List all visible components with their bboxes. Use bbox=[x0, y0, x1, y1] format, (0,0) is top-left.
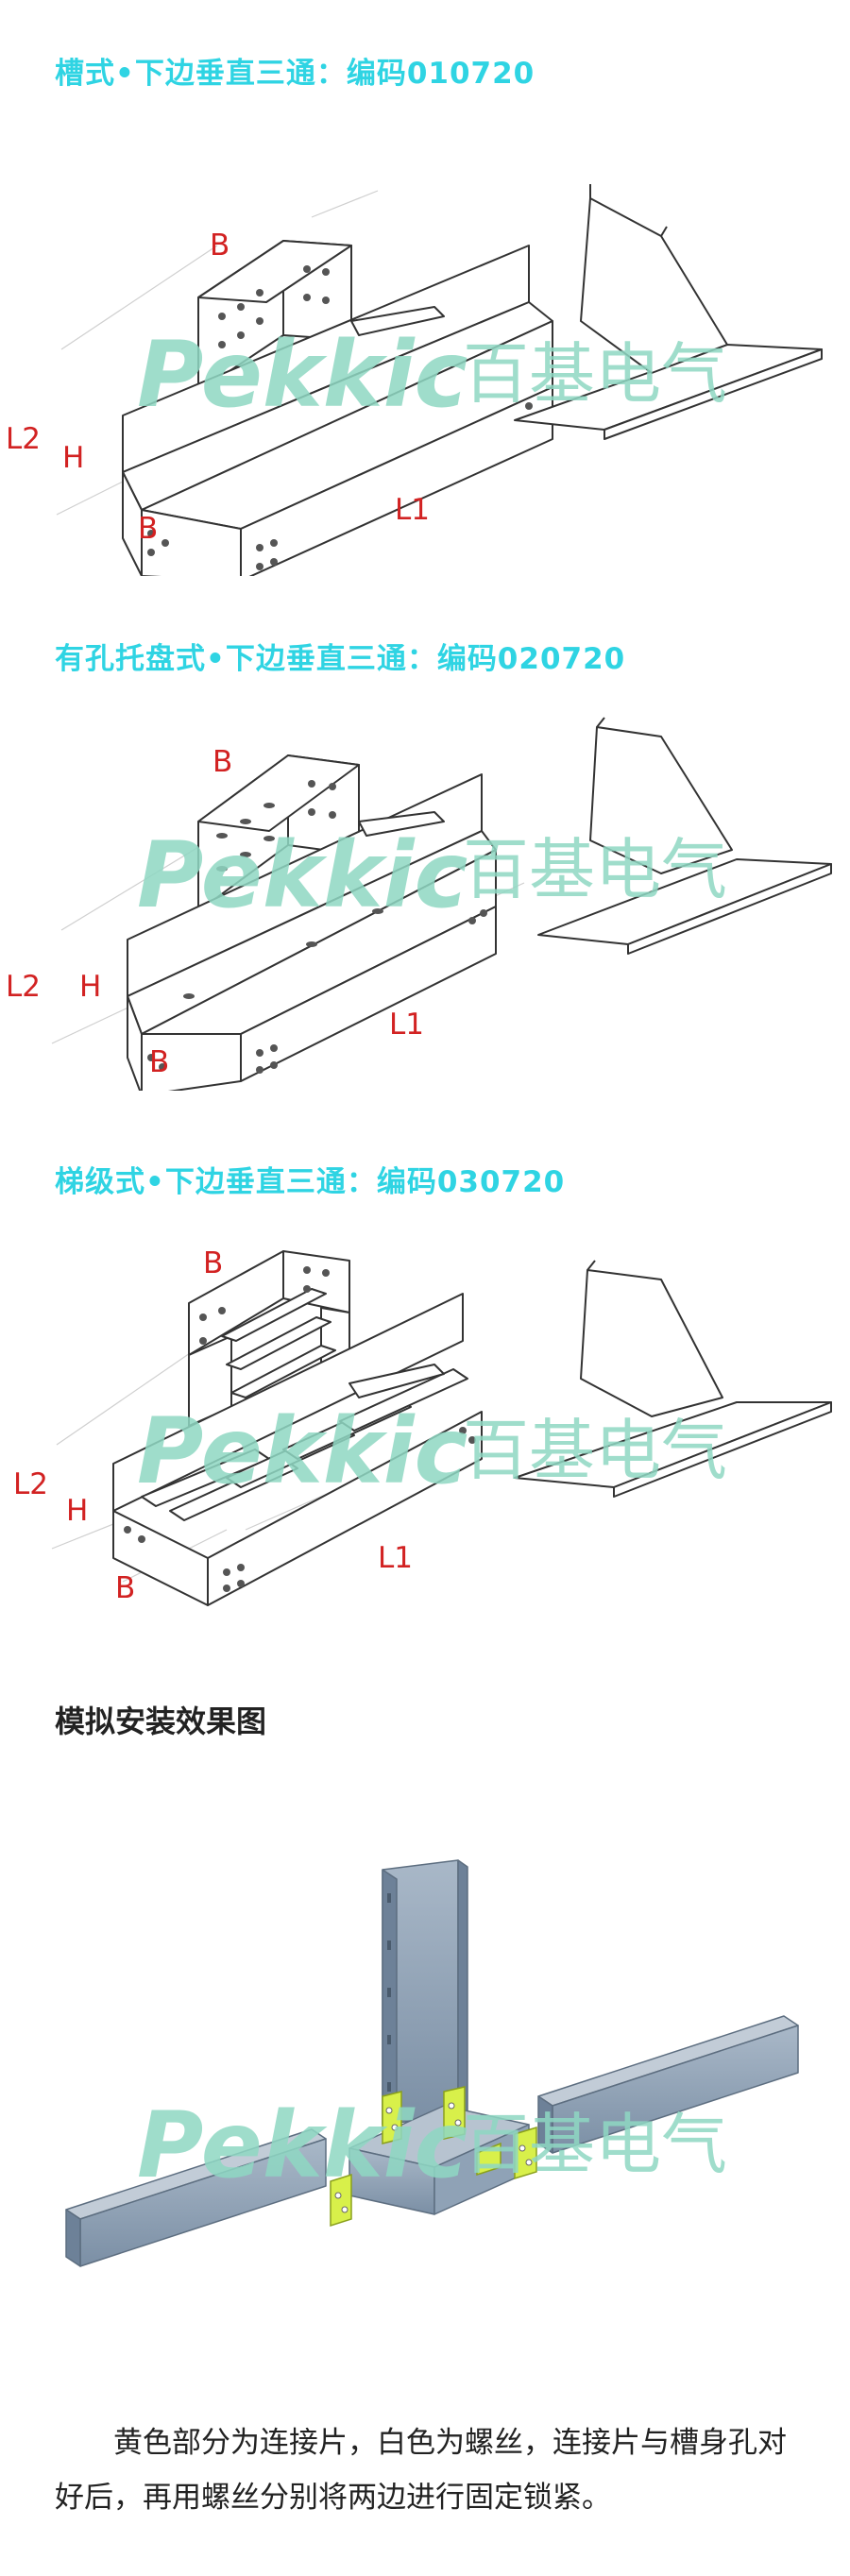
label-l2: L2 bbox=[6, 422, 41, 456]
svg-text:Pekkic: Pekkic bbox=[137, 2093, 468, 2198]
svg-text:百基电气: 百基电气 bbox=[463, 335, 727, 413]
label-h: H bbox=[66, 1494, 88, 1528]
label-b-bottom: B bbox=[138, 512, 158, 546]
label-b-top: B bbox=[203, 1246, 223, 1280]
brand-watermark: Pekkic 百基电气 bbox=[137, 2093, 727, 2198]
section-title-perforated-tray: 有孔托盘式•下边垂直三通：编码020720 bbox=[55, 642, 626, 676]
diagram-perforated-tray-tee: B L2 H B L1 Pekkic 百基电气 bbox=[0, 694, 850, 1091]
label-b-bottom: B bbox=[149, 1045, 169, 1079]
section-title-ladder: 梯级式•下边垂直三通：编码030720 bbox=[55, 1165, 566, 1199]
svg-text:百基电气: 百基电气 bbox=[463, 2106, 727, 2183]
brand-watermark: Pekkic 百基电气 bbox=[137, 322, 727, 428]
label-l2: L2 bbox=[13, 1467, 48, 1501]
svg-text:百基电气: 百基电气 bbox=[463, 1412, 727, 1489]
label-h: H bbox=[62, 441, 84, 475]
label-b-bottom: B bbox=[115, 1571, 135, 1605]
brand-watermark: Pekkic 百基电气 bbox=[137, 822, 727, 928]
section-title-trough: 槽式•下边垂直三通：编码010720 bbox=[55, 57, 536, 91]
diagram-trough-tee: B L2 H B L1 Pekkic 百基电气 bbox=[0, 104, 850, 576]
label-l1: L1 bbox=[389, 1008, 424, 1042]
label-l1: L1 bbox=[395, 493, 430, 527]
label-h: H bbox=[79, 970, 101, 1004]
svg-text:百基电气: 百基电气 bbox=[463, 831, 727, 908]
diagram-install-effect: Pekkic 百基电气 bbox=[0, 1856, 850, 2309]
diagram-ladder-tee: B L2 H B L1 Pekkic 百基电气 bbox=[0, 1246, 850, 1624]
label-b-top: B bbox=[212, 745, 232, 779]
label-b-top: B bbox=[210, 229, 230, 263]
svg-text:Pekkic: Pekkic bbox=[137, 1398, 468, 1504]
install-caption: 黄色部分为连接片，白色为螺丝，连接片与槽身孔对好后，再用螺丝分别将两边进行固定锁… bbox=[55, 2426, 787, 2515]
label-l2: L2 bbox=[6, 970, 41, 1004]
label-l1: L1 bbox=[378, 1541, 413, 1575]
brand-watermark: Pekkic 百基电气 bbox=[137, 1398, 727, 1504]
install-title: 模拟安装效果图 bbox=[55, 1703, 267, 1739]
svg-text:Pekkic: Pekkic bbox=[137, 322, 468, 428]
svg-text:Pekkic: Pekkic bbox=[137, 822, 468, 928]
